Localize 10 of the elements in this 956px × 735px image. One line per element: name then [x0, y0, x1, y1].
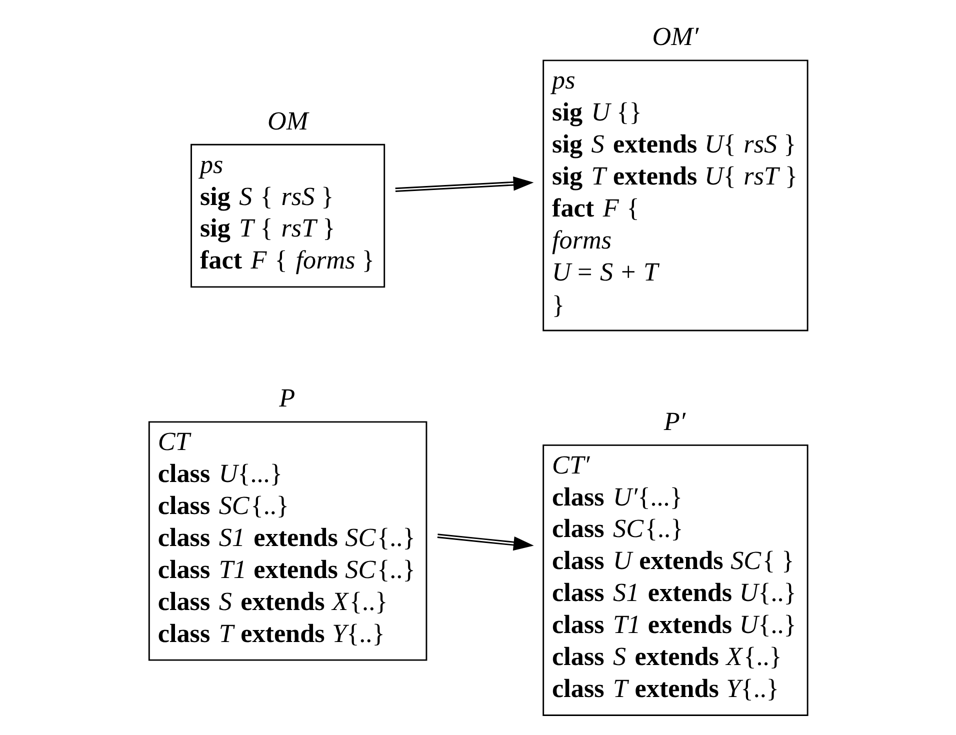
arrow [437, 534, 534, 551]
node-label: P′ [664, 406, 686, 436]
node-box: CT class U{...} class SC{..} class S1 extends SC{..} class T1 extends SC{..} class S extends X{..} class T extends Y{..} [148, 421, 428, 661]
node-box: CT′ class U′{...} class SC{..} class U extends SC{ } class S1 extends U{..} class T1 extends U{..} class S extends X{..} class T extends Y{..} [542, 444, 808, 716]
node-label: OM [267, 106, 308, 136]
arrow [395, 176, 534, 192]
node-label: OM′ [652, 22, 699, 52]
node-label: P [279, 384, 296, 413]
node-box: ps sig S { rsS } sig T { rsT } fact F { forms } [190, 144, 386, 288]
node-box: ps sig U {} sig S extends U{ rsS } sig T extends U{ rsT } fact F { forms U = S + T } [542, 60, 808, 332]
